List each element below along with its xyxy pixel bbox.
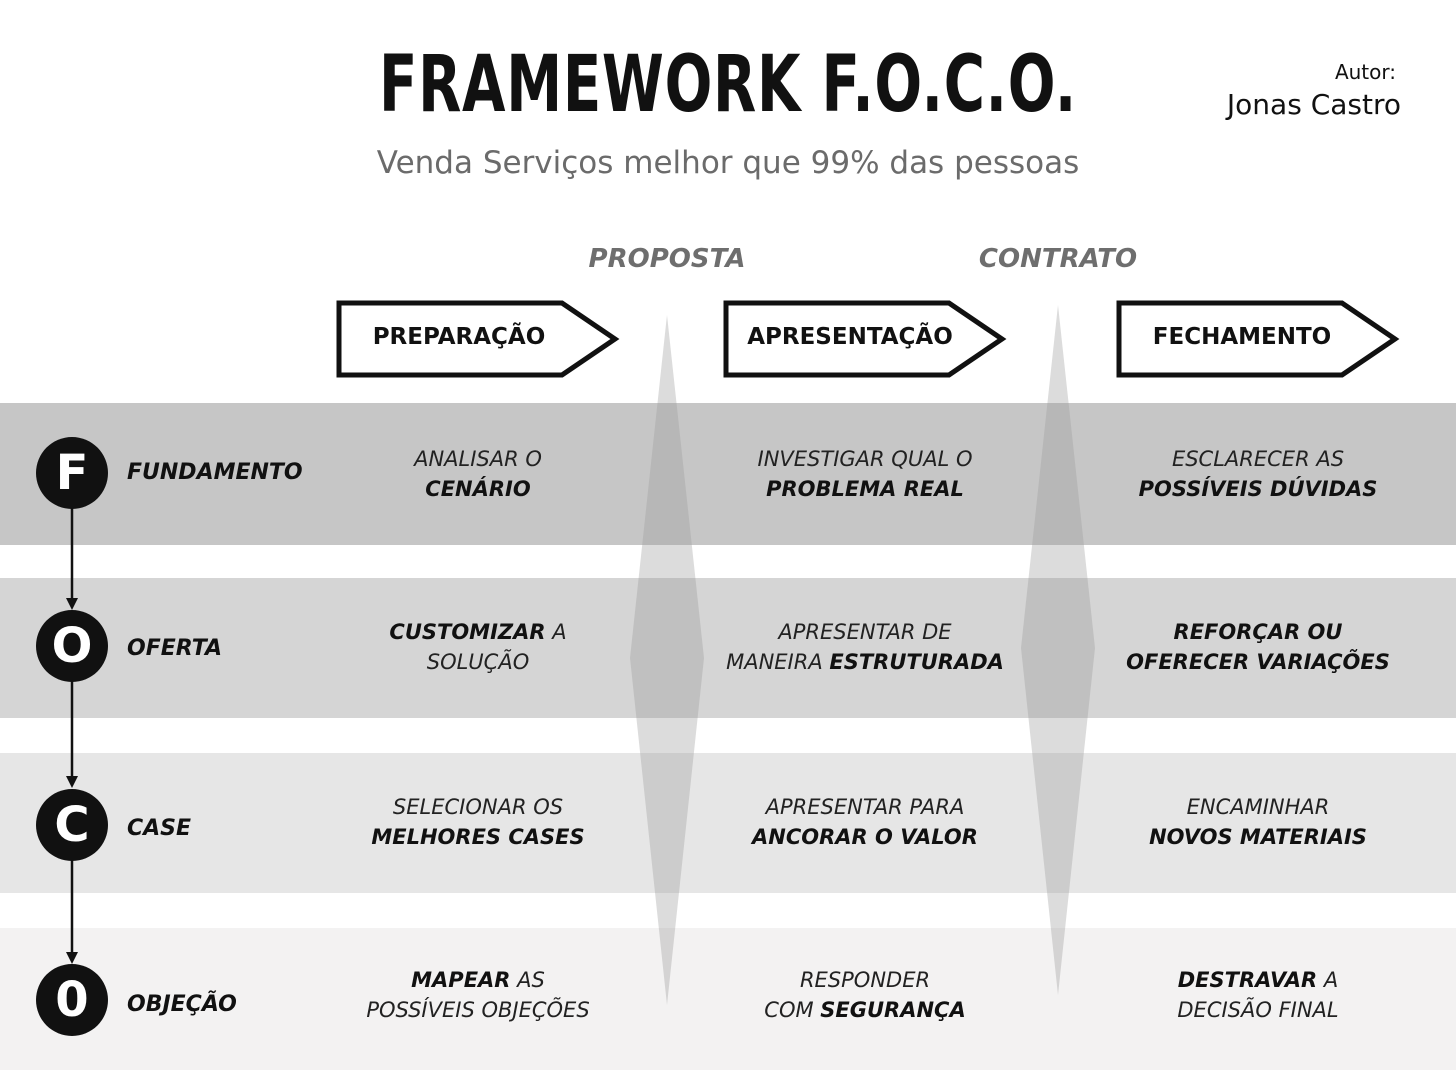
cell-text-bold: MAPEAR <box>411 968 511 992</box>
cell-text: APRESENTAR PARA <box>765 795 965 819</box>
cell-text: ANALISAR O <box>414 447 542 471</box>
letter-circle-0: 0 <box>36 964 108 1036</box>
cell-line: DECISÃO FINAL <box>1098 995 1418 1025</box>
cell-text: DECISÃO FINAL <box>1177 998 1339 1022</box>
cell-line: APRESENTAR DE <box>705 617 1025 647</box>
cell-text: AS <box>510 968 545 992</box>
phase-label-contrato: CONTRATO <box>978 244 1138 274</box>
cell-fundamento-3: ESCLARECER AS POSSÍVEIS DÚVIDAS <box>1098 444 1418 504</box>
cell-line: POSSÍVEIS OBJEÇÕES <box>318 995 638 1025</box>
cell-line: COM SEGURANÇA <box>705 995 1025 1025</box>
letter-circle-o: O <box>36 610 108 682</box>
cell-case-3: ENCAMINHAR NOVOS MATERIAIS <box>1098 792 1418 852</box>
cell-objeção-2: RESPONDER COM SEGURANÇA <box>705 965 1025 1025</box>
cell-oferta-1: CUSTOMIZAR A SOLUÇÃO <box>318 617 638 677</box>
row-label-case: CASE <box>127 816 192 841</box>
phase-label-proposta: PROPOSTA <box>588 244 746 274</box>
page-subtitle: Venda Serviços melhor que 99% das pessoa… <box>376 145 1080 181</box>
cell-line: ANALISAR O <box>318 444 638 474</box>
cell-text-bold: CUSTOMIZAR <box>389 620 546 644</box>
cell-line: REFORÇAR OU <box>1098 617 1418 647</box>
cell-text: RESPONDER <box>799 968 931 992</box>
stage-arrow-fechamento <box>1116 300 1400 378</box>
cell-text: SOLUÇÃO <box>426 650 530 674</box>
cell-text: APRESENTAR DE <box>778 620 952 644</box>
cell-text: SELECIONAR OS <box>392 795 564 819</box>
cell-line: CENÁRIO <box>318 474 638 504</box>
cell-text-bold: POSSÍVEIS DÚVIDAS <box>1138 477 1378 501</box>
cell-oferta-2: APRESENTAR DE MANEIRA ESTRUTURADA <box>705 617 1025 677</box>
cell-text-bold: ESTRUTURADA <box>829 650 1004 674</box>
cell-text-bold: SEGURANÇA <box>820 998 966 1022</box>
cell-text-bold: ANCORAR O VALOR <box>752 825 978 849</box>
stage-arrow-apresentacao <box>723 300 1007 378</box>
stage-label-apresentacao: APRESENTAÇÃO <box>747 324 953 350</box>
cell-line: RESPONDER <box>705 965 1025 995</box>
row-band-objecao <box>0 928 1456 1070</box>
cell-line: ANCORAR O VALOR <box>705 822 1025 852</box>
cell-oferta-3: REFORÇAR OU OFERECER VARIAÇÕES <box>1098 617 1418 677</box>
cell-text: POSSÍVEIS OBJEÇÕES <box>366 998 590 1022</box>
letter-circle-c: C <box>36 789 108 861</box>
row-band-case <box>0 753 1456 893</box>
row-label-fundamento: FUNDAMENTO <box>127 460 303 485</box>
cell-line: ESCLARECER AS <box>1098 444 1418 474</box>
cell-text: A <box>545 620 567 644</box>
cell-objeção-1: MAPEAR AS POSSÍVEIS OBJEÇÕES <box>318 965 638 1025</box>
cell-line: SELECIONAR OS <box>318 792 638 822</box>
cell-line: DESTRAVAR A <box>1098 965 1418 995</box>
cell-objeção-3: DESTRAVAR A DECISÃO FINAL <box>1098 965 1418 1025</box>
row-label-oferta: OFERTA <box>127 636 223 661</box>
cell-case-2: APRESENTAR PARA ANCORAR O VALOR <box>705 792 1025 852</box>
page-title: FRAMEWORK F.O.C.O. <box>379 40 1077 130</box>
cell-text-bold: OFERECER VARIAÇÕES <box>1126 650 1390 674</box>
author-name: Jonas Castro <box>1226 88 1401 121</box>
cell-text: INVESTIGAR QUAL O <box>757 447 973 471</box>
cell-text-bold: CENÁRIO <box>425 477 531 501</box>
cell-text: ENCAMINHAR <box>1186 795 1330 819</box>
cell-line: NOVOS MATERIAIS <box>1098 822 1418 852</box>
cell-text: ESCLARECER AS <box>1171 447 1345 471</box>
row-band-oferta <box>0 578 1456 718</box>
stage-label-preparacao: PREPARAÇÃO <box>372 324 546 350</box>
author-label: Autor: <box>1334 60 1396 84</box>
cell-fundamento-2: INVESTIGAR QUAL O PROBLEMA REAL <box>705 444 1025 504</box>
cell-line: MANEIRA ESTRUTURADA <box>705 647 1025 677</box>
stage-label-fechamento: FECHAMENTO <box>1152 324 1332 350</box>
cell-text: COM <box>764 998 821 1022</box>
connector-line <box>66 505 78 964</box>
cell-text-bold: NOVOS MATERIAIS <box>1149 825 1367 849</box>
cell-case-1: SELECIONAR OS MELHORES CASES <box>318 792 638 852</box>
cell-line: MELHORES CASES <box>318 822 638 852</box>
stage-arrow-preparacao <box>336 300 620 378</box>
cell-line: OFERECER VARIAÇÕES <box>1098 647 1418 677</box>
cell-line: PROBLEMA REAL <box>705 474 1025 504</box>
cell-line: MAPEAR AS <box>318 965 638 995</box>
divider-diamond-contrato <box>1021 305 1095 995</box>
cell-line: APRESENTAR PARA <box>705 792 1025 822</box>
cell-line: INVESTIGAR QUAL O <box>705 444 1025 474</box>
cell-line: SOLUÇÃO <box>318 647 638 677</box>
cell-fundamento-1: ANALISAR O CENÁRIO <box>318 444 638 504</box>
divider-diamond-proposta <box>630 315 704 1005</box>
cell-line: POSSÍVEIS DÚVIDAS <box>1098 474 1418 504</box>
cell-text-bold: PROBLEMA REAL <box>766 477 964 501</box>
cell-text-bold: REFORÇAR OU <box>1173 620 1343 644</box>
cell-text: A <box>1317 968 1339 992</box>
cell-text-bold: MELHORES CASES <box>371 825 585 849</box>
cell-line: ENCAMINHAR <box>1098 792 1418 822</box>
row-label-objecao: OBJEÇÃO <box>127 992 237 1017</box>
letter-circle-f: F <box>36 437 108 509</box>
cell-line: CUSTOMIZAR A <box>318 617 638 647</box>
row-band-fundamento <box>0 403 1456 545</box>
cell-text: MANEIRA <box>726 650 830 674</box>
cell-text-bold: DESTRAVAR <box>1177 968 1318 992</box>
